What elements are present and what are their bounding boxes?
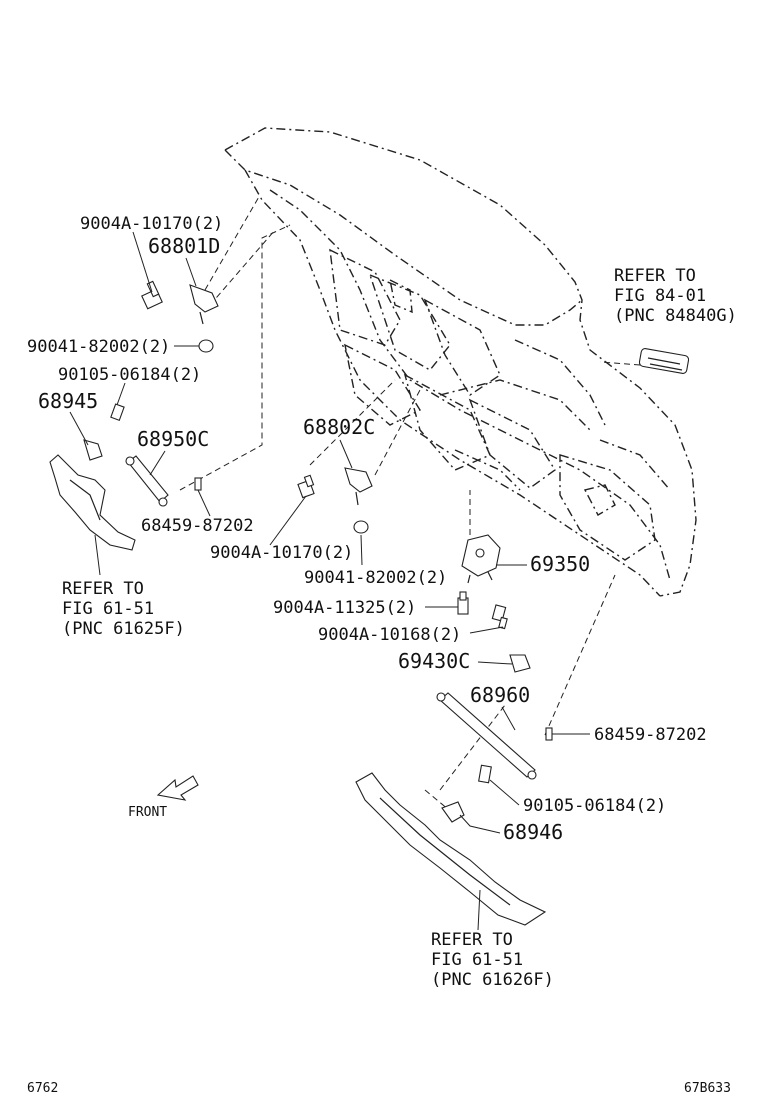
label-bolt-top-left: 9004A-10170(2) (80, 214, 223, 234)
bolt-top-left-part (141, 280, 163, 310)
label-stud-left: 68459-87202 (141, 516, 254, 536)
label-hinge-right: 68802C (303, 415, 375, 439)
hinge-right-part (344, 467, 373, 506)
label-strut-left: 68950C (137, 427, 209, 451)
ref-bottom: REFER TO FIG 61-51 (PNC 61626F) (431, 930, 554, 990)
footer-right-code: 67B633 (684, 1081, 731, 1096)
bracket-right-part (441, 801, 465, 823)
label-bracket-left: 68945 (38, 389, 98, 413)
lock-part (461, 534, 501, 584)
footer-left-code: 6762 (27, 1081, 58, 1096)
ref-left: REFER TO FIG 61-51 (PNC 61625F) (62, 579, 185, 639)
label-strut-right: 68960 (470, 683, 530, 707)
label-bolt-hinge-right: 9004A-10170(2) (210, 543, 353, 563)
strut-right-part (436, 692, 537, 780)
bolt-lock-part (457, 591, 469, 615)
trim-right-part (355, 772, 547, 926)
ref-bottom-line-1: REFER TO (431, 930, 513, 950)
nut-left-part (198, 339, 214, 353)
stud-left-part (194, 477, 202, 491)
label-striker: 69430C (398, 649, 470, 673)
label-bolt-striker: 9004A-10168(2) (318, 625, 461, 645)
ref-left-line-3: (PNC 61625F) (62, 619, 185, 639)
ref-top-right-line-1: REFER TO (614, 266, 696, 286)
bolt-hinge-right-part (297, 474, 315, 499)
stud-right-part (545, 727, 553, 741)
label-lock: 69350 (530, 552, 590, 576)
bolt-strut-left-part (110, 403, 125, 421)
ref-top-right-line-2: FIG 84-01 (614, 286, 706, 306)
trim-left-part (49, 454, 136, 551)
label-bolt-strut-right: 90105-06184(2) (523, 796, 666, 816)
ref-left-line-2: FIG 61-51 (62, 599, 154, 619)
bracket-left-part (83, 439, 103, 461)
license-lamp-part (638, 348, 690, 374)
part-labels: 9004A-10170(2) 68801D 90041-82002(2) 901… (27, 214, 707, 844)
label-bracket-right: 68946 (503, 820, 563, 844)
ref-bottom-line-2: FIG 61-51 (431, 950, 523, 970)
strut-left-part (125, 455, 169, 507)
ref-top-right: REFER TO FIG 84-01 (PNC 84840G) (614, 266, 737, 326)
trunk-lid (224, 127, 697, 597)
front-arrow-icon (156, 775, 199, 801)
bolt-strut-right-part (478, 764, 492, 784)
label-stud-right: 68459-87202 (594, 725, 707, 745)
ref-top-right-line-3: (PNC 84840G) (614, 306, 737, 326)
ref-bottom-line-3: (PNC 61626F) (431, 970, 554, 990)
label-nut-right: 90041-82002(2) (304, 568, 447, 588)
front-label: FRONT (128, 805, 167, 820)
assembly-lines (179, 194, 641, 816)
nut-right-part (353, 520, 369, 534)
label-nut-left: 90041-82002(2) (27, 337, 170, 357)
label-bolt-lock: 9004A-11325(2) (273, 598, 416, 618)
label-hinge-left: 68801D (148, 234, 220, 258)
striker-part (509, 654, 531, 673)
hinge-left-part (189, 284, 219, 325)
ref-left-line-1: REFER TO (62, 579, 144, 599)
leader-lines (69, 231, 590, 931)
label-bolt-strut-left: 90105-06184(2) (58, 365, 201, 385)
bolt-striker-part (491, 604, 508, 630)
